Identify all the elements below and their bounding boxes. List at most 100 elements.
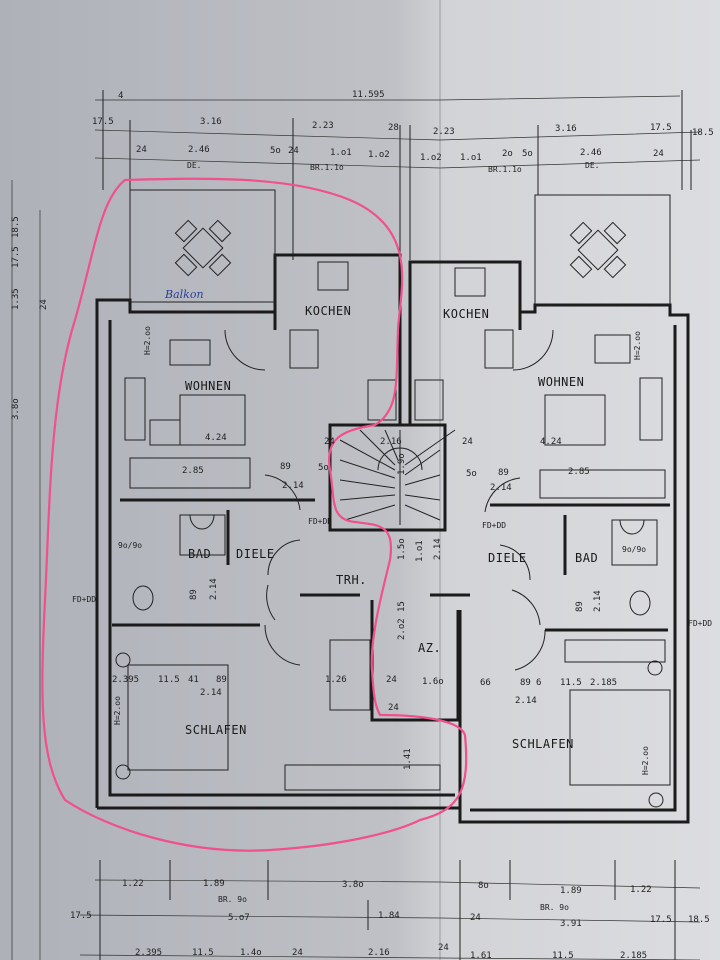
dimension-label: 3.91: [560, 919, 582, 929]
dimension-label: 5o: [466, 469, 477, 479]
furniture: [115, 261, 671, 808]
dimension-label: 1.5o: [397, 538, 407, 560]
dimension-label: 11.5: [552, 951, 574, 960]
height-note: H=2.oo: [113, 696, 122, 725]
dimension-label: 2.14: [515, 696, 537, 706]
room-label-schlafen-left: SCHLAFEN: [185, 723, 247, 737]
room-label-kochen-right: KOCHEN: [443, 307, 489, 321]
dimension-label: 1.89: [203, 879, 225, 889]
dimension-label: 5o: [522, 149, 533, 159]
room-label-diele-right: DIELE: [488, 551, 527, 565]
dimension-label: 89: [575, 601, 585, 612]
dimension-label: 1.o1: [330, 148, 352, 158]
dimension-label: 18.5: [11, 216, 21, 238]
note-label: FD+DD: [72, 595, 96, 604]
dimension-label: 4.24: [540, 437, 562, 447]
dimension-label: 1.84: [378, 911, 400, 921]
dimension-label: 5o: [270, 146, 281, 156]
dimension-label: 89: [520, 678, 531, 688]
dimension-label: 2.14: [282, 481, 304, 491]
table-chairs-icon: [174, 219, 627, 279]
dimension-label: 24: [136, 145, 147, 155]
dimension-label: 17.5: [650, 915, 672, 925]
dimension-label: 11.5: [192, 948, 214, 958]
dimension-label: 2.14: [593, 590, 603, 612]
dimension-label: 2.o2: [397, 618, 407, 640]
dimension-label: 18.5: [688, 915, 710, 925]
dimension-label: 5o: [318, 463, 329, 473]
dimension-label: 24: [653, 149, 664, 159]
room-label-balkon: Balkon: [164, 288, 204, 301]
note-label: DE.: [585, 161, 599, 170]
dimension-label: 4: [118, 91, 123, 101]
dimension-lines: [11, 90, 701, 960]
dimension-label: 24: [386, 675, 397, 685]
dimension-label: 2.23: [312, 121, 334, 131]
dimension-label: 2.14: [200, 688, 222, 698]
dimension-label: 8o: [478, 881, 489, 891]
dimension-label: 1.6o: [422, 677, 444, 687]
dimension-label: 2.185: [590, 678, 617, 688]
note-label: FD+DD: [308, 517, 332, 526]
note-label: BR.1.1o: [310, 163, 344, 172]
door-swings: [224, 329, 554, 671]
note-label: FD+DD: [688, 619, 712, 628]
dimension-label: 1.o2: [420, 153, 442, 163]
dimension-label: 1.o1: [415, 540, 425, 562]
room-label-wohnen-right: WOHNEN: [538, 375, 584, 389]
room-label-schlafen-right: SCHLAFEN: [512, 737, 574, 751]
dimension-label: 2.85: [182, 466, 204, 476]
dimension-label: 17.5: [11, 246, 21, 268]
dimension-label: 2.16: [368, 948, 390, 958]
dimension-label: 89: [216, 675, 227, 685]
note-label: BR. 9o: [540, 903, 569, 912]
dimension-label: 24: [438, 943, 449, 953]
dimension-label: 1.61: [470, 951, 492, 960]
dimension-label: 66: [480, 678, 491, 688]
dimension-label: 2.185: [620, 951, 647, 960]
dimension-label: 2.16: [380, 437, 402, 447]
dimension-label: 24: [388, 703, 399, 713]
dimension-label: 2.14: [209, 578, 219, 600]
dimension-label: 24: [39, 299, 49, 310]
dimension-label: 2.23: [433, 127, 455, 137]
dimension-label: 5.o7: [228, 913, 250, 923]
dimension-label: 41: [188, 675, 199, 685]
dimension-label: 3.16: [555, 124, 577, 134]
dimension-label: 17.5: [650, 123, 672, 133]
balconies: [129, 189, 671, 306]
dimension-label: 4.24: [205, 433, 227, 443]
dimension-label: 24: [462, 437, 473, 447]
note-label: FD+DD: [482, 521, 506, 530]
dimension-label: 3.8o: [11, 398, 21, 420]
dimension-label: 1.22: [122, 879, 144, 889]
dimension-label: 89: [280, 462, 291, 472]
dimension-label: 24: [292, 948, 303, 958]
room-label-bad-left: BAD: [188, 547, 211, 561]
dimension-label: 11.5: [158, 675, 180, 685]
room-label-wohnen-left: WOHNEN: [185, 379, 231, 393]
dimension-label: 2.85: [568, 467, 590, 477]
dimension-label: 1.41: [403, 748, 413, 770]
dimension-label: 2.46: [188, 145, 210, 155]
room-label-arbeitszimmer: AZ.: [418, 641, 441, 655]
note-label: BR. 9o: [218, 895, 247, 904]
room-label-bad-right: BAD: [575, 551, 598, 565]
dimension-label: 1.22: [630, 885, 652, 895]
dimension-label: 1.o2: [368, 150, 390, 160]
dimension-label: 1.35: [11, 288, 21, 310]
dimension-label: 24: [470, 913, 481, 923]
dimension-label: 2.395: [112, 675, 139, 685]
dimension-label: 11.595: [352, 90, 385, 100]
dimension-label: 1.4o: [240, 948, 262, 958]
dimension-label: 2.395: [135, 948, 162, 958]
dimension-label: 89: [498, 468, 509, 478]
dimension-label: 1.89: [560, 886, 582, 896]
dimension-label: 1.26: [325, 675, 347, 685]
note-label: BR.1.1o: [488, 165, 522, 174]
dimension-label: 2o: [502, 149, 513, 159]
dimension-label: 17.5: [70, 911, 92, 921]
